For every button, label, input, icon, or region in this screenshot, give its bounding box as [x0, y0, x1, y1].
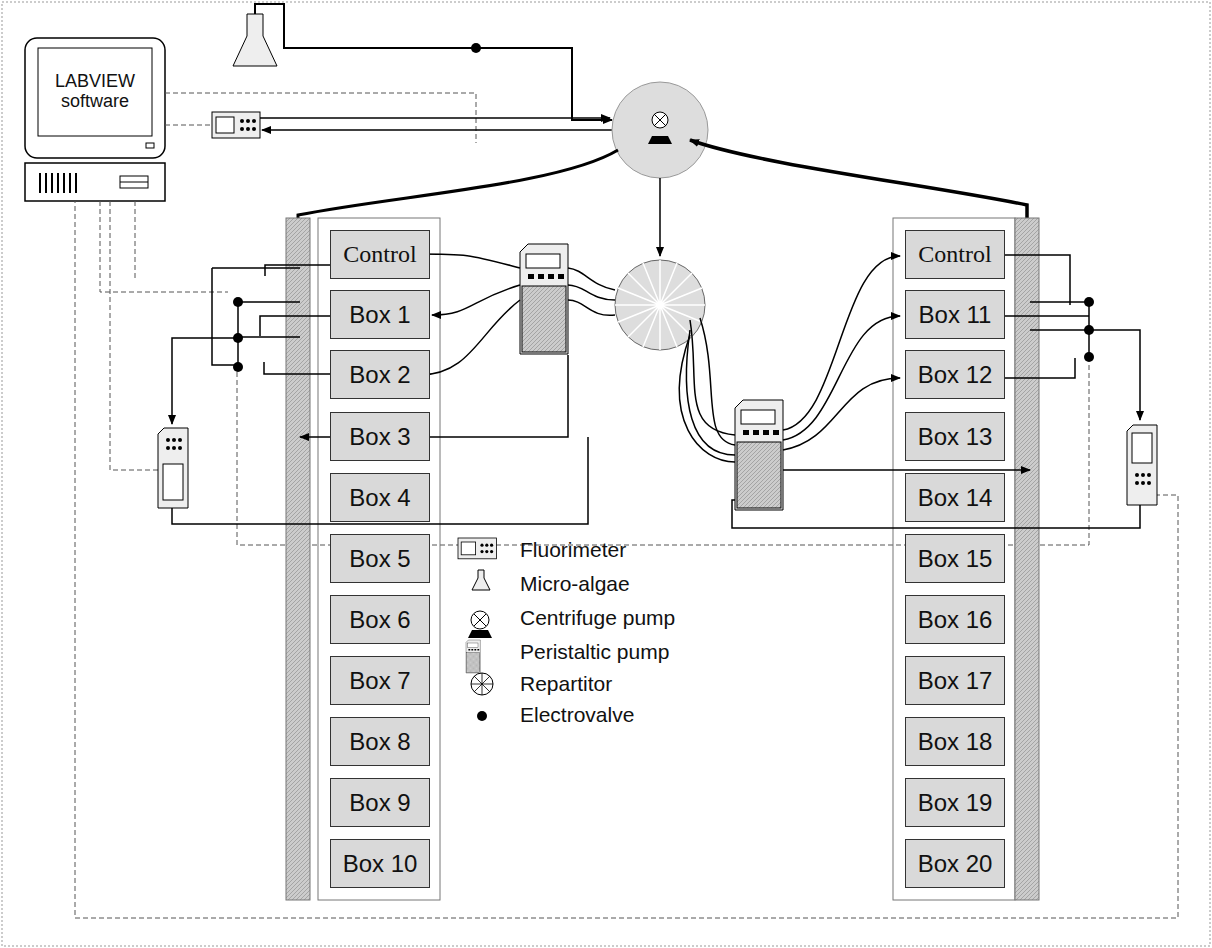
node-label: Box 20: [918, 850, 993, 878]
tank-box: Box 17: [905, 656, 1005, 705]
tank-box: Box 15: [905, 534, 1005, 583]
tank-box: Box 16: [905, 595, 1005, 644]
node-label: Box 14: [918, 484, 993, 512]
node-label: Control: [343, 241, 416, 268]
tank-box: Box 4: [330, 473, 430, 522]
tank-box: Control: [905, 230, 1005, 279]
node-label: Box 1: [349, 301, 410, 329]
legend-text: Repartitor: [520, 672, 612, 696]
tank-box: Box 2: [330, 350, 430, 399]
node-label: Box 2: [349, 361, 410, 389]
tank-box: Box 7: [330, 656, 430, 705]
tank-box: Box 11: [905, 290, 1005, 339]
tank-box: Control: [330, 230, 430, 279]
tank-box: Box 10: [330, 839, 430, 888]
node-label: Box 11: [919, 301, 992, 329]
node-label: Box 7: [349, 667, 410, 695]
node-label: Box 19: [918, 789, 993, 817]
tank-box: Box 8: [330, 717, 430, 766]
legend-text: Fluorimeter: [520, 538, 626, 562]
node-label: Control: [918, 241, 991, 268]
legend-text: Electrovalve: [520, 703, 634, 727]
tank-box: Box 20: [905, 839, 1005, 888]
legend-text: Peristaltic pump: [520, 640, 669, 664]
node-label: Box 10: [343, 850, 418, 878]
tank-box: Box 6: [330, 595, 430, 644]
tank-box: Box 5: [330, 534, 430, 583]
node-label: LABVIEW software: [38, 72, 152, 112]
tank-box: Box 9: [330, 778, 430, 827]
tank-box: Box 14: [905, 473, 1005, 522]
node-label: Box 13: [918, 423, 993, 451]
node-label: Box 16: [918, 606, 993, 634]
tank-box: Box 3: [330, 412, 430, 461]
tank-box: Box 18: [905, 717, 1005, 766]
node-label: Box 4: [349, 484, 410, 512]
node-label: Box 18: [918, 728, 993, 756]
tank-box: Box 12: [905, 350, 1005, 399]
node-label: Box 12: [918, 361, 993, 389]
node-label: Box 3: [349, 423, 410, 451]
software-screen: LABVIEW software: [38, 48, 152, 136]
node-label: Box 8: [349, 728, 410, 756]
legend-text: Micro-algae: [520, 572, 630, 596]
tank-box: Box 19: [905, 778, 1005, 827]
node-label: Box 15: [918, 545, 993, 573]
node-label: Box 6: [349, 606, 410, 634]
legend-text: Centrifuge pump: [520, 606, 675, 630]
node-label: Box 17: [918, 667, 993, 695]
node-label: Box 9: [349, 789, 410, 817]
node-label: Box 5: [349, 545, 410, 573]
tank-box: Box 1: [330, 290, 430, 339]
tank-box: Box 13: [905, 412, 1005, 461]
